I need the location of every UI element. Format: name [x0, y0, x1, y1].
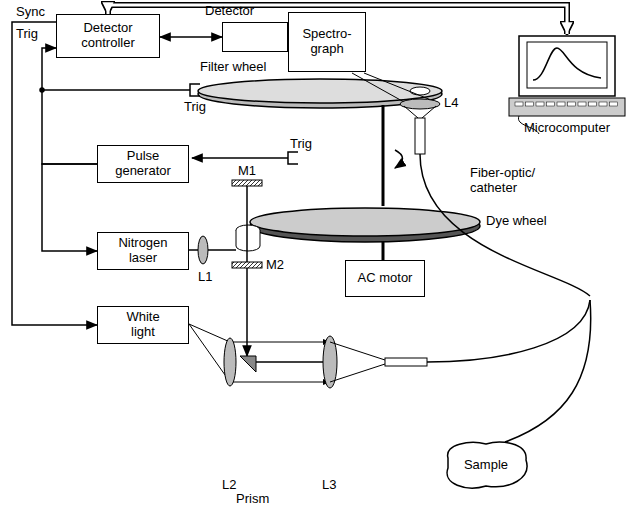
node-label: Detector controller: [68, 21, 148, 51]
node-label: Nitrogen laser: [108, 236, 178, 266]
mirror: [232, 262, 262, 268]
optical-fiber: [420, 154, 591, 442]
part-label: L1: [198, 270, 212, 285]
light-source-box: White light: [97, 306, 189, 344]
node-label: Sample: [464, 458, 508, 473]
part-label: Trig: [184, 100, 206, 115]
connector: [42, 48, 97, 164]
filter-wheel: [198, 79, 442, 108]
node-label: White light: [113, 310, 173, 340]
part-label: Sync: [16, 5, 45, 20]
part-label: L2: [222, 478, 236, 493]
trigger-sensor: [40, 84, 200, 96]
illumination-optics: [189, 324, 427, 388]
part-label: L3: [322, 478, 336, 493]
part-label: L4: [444, 96, 458, 111]
part-label: Dye wheel: [486, 214, 547, 229]
pulse-generator-box: Pulse generator: [97, 145, 189, 183]
laser-box: Nitrogen laser: [97, 232, 189, 270]
part-label: Filter wheel: [200, 60, 266, 75]
node-label: AC motor: [355, 271, 415, 286]
motor-box: AC motor: [345, 260, 425, 297]
laser-beam: [189, 186, 247, 356]
controller-box: Detector controller: [56, 14, 160, 58]
mirror: [232, 180, 262, 186]
part-label: Fiber-optic/ catheter: [470, 166, 552, 196]
computer-icon: Microcomputer: [505, 34, 629, 136]
spectrograph-box: Spectro- graph: [288, 12, 366, 72]
connector: [160, 37, 222, 38]
node-label: Microcomputer: [505, 121, 629, 136]
node-label: Spectro- graph: [295, 27, 359, 57]
connector: [12, 22, 97, 325]
connector: [42, 164, 97, 251]
part-label: M1: [238, 164, 256, 179]
part-label: Trig: [16, 27, 38, 42]
node-label: Detector: [205, 4, 254, 19]
detector-box: Detector: [222, 22, 288, 52]
sample-shape: Sample: [440, 438, 532, 492]
trigger-sensor: [192, 152, 298, 164]
part-label: M2: [266, 258, 284, 273]
node-label: Pulse generator: [103, 149, 183, 179]
part-label: Prism: [236, 492, 269, 506]
collection-optics: [352, 73, 440, 154]
part-label: Trig: [290, 137, 312, 152]
